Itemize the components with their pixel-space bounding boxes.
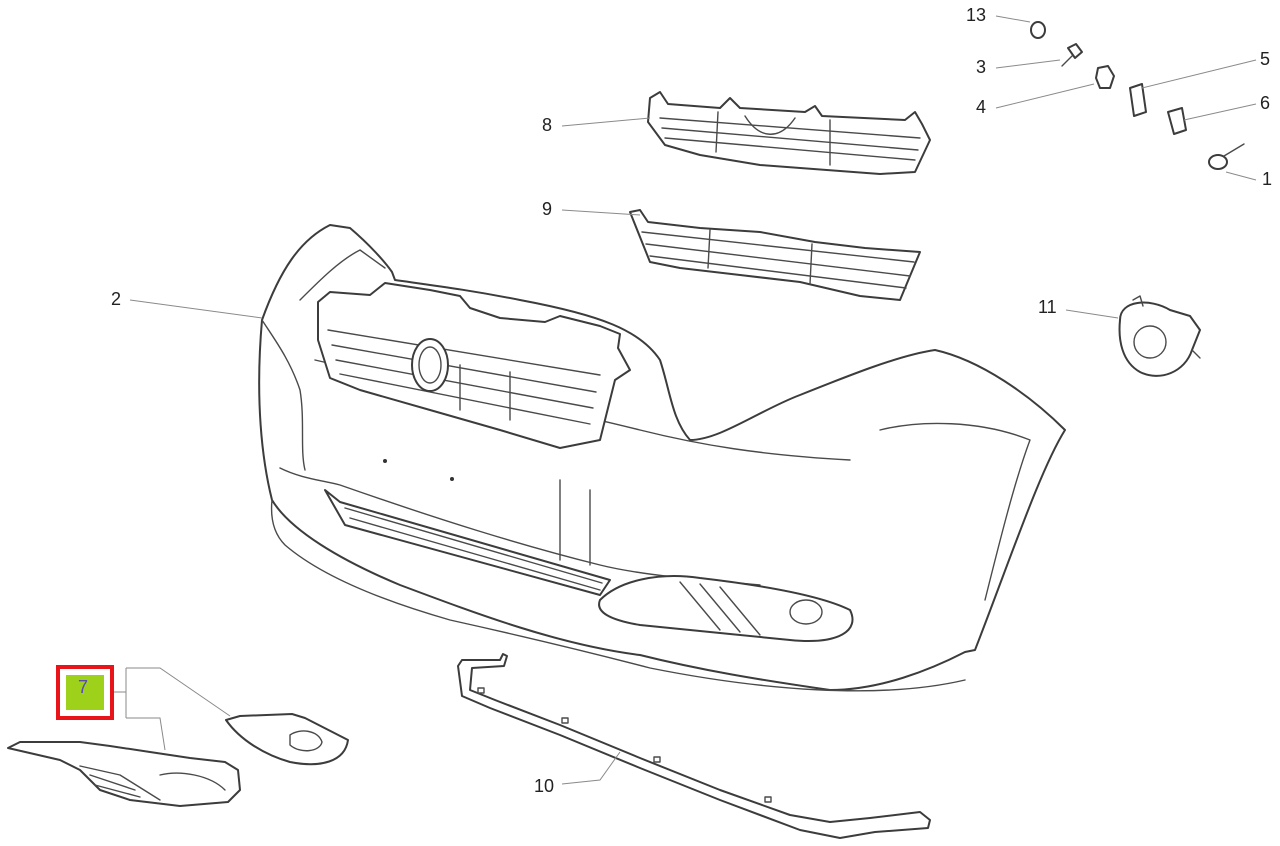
part-4-clip	[1095, 65, 1115, 89]
callout-3: 3	[976, 57, 986, 77]
callout-5: 5	[1260, 49, 1270, 69]
callout-9: 9	[542, 199, 552, 219]
part-3-screw	[1061, 43, 1083, 67]
part-6-clip	[1167, 107, 1187, 135]
part-1-screw	[1208, 143, 1245, 170]
callout-8: 8	[542, 115, 552, 135]
callout-1: 1	[1262, 169, 1272, 189]
part-10-reinforcement-bar	[457, 653, 931, 839]
callout-13: 13	[966, 5, 986, 25]
callout-7-highlight[interactable]: 7	[56, 665, 114, 720]
callout-11: 11	[1038, 297, 1057, 317]
part-9-lower-grille	[629, 209, 921, 301]
callout-labels: 13 3 4 5 6 1 8 9 2 11 10	[111, 5, 1272, 796]
leader-lines	[100, 15, 1257, 785]
callout-4: 4	[976, 97, 986, 117]
callout-2: 2	[111, 289, 121, 309]
callout-7-fill	[66, 675, 104, 710]
callout-10: 10	[534, 776, 554, 796]
part-8-upper-grille	[647, 91, 931, 175]
part-7-fog-bezel-a	[225, 713, 349, 766]
part-7-fog-bezel-b	[7, 741, 241, 807]
part-2-front-bumper	[258, 224, 1066, 692]
callout-7-label: 7	[78, 677, 89, 697]
callout-6: 6	[1260, 93, 1270, 113]
part-13-clip	[1030, 21, 1046, 39]
part-5-bracket	[1129, 83, 1147, 117]
part-11-fog-lamp	[1118, 295, 1201, 377]
